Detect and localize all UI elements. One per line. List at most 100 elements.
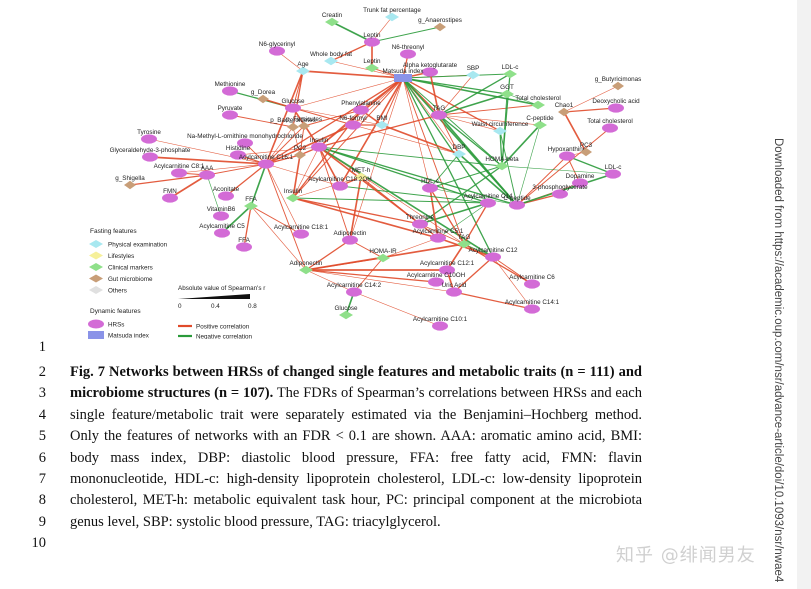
node-label: Uric Acid [442,282,467,289]
node-shape [294,150,306,160]
node-shape [375,120,389,130]
node-label: Acylcarnitine C16:1 [239,154,294,161]
scrollbar[interactable] [797,0,811,589]
node-shape [452,149,466,159]
network-node: Insulin [284,188,303,203]
positive-correlation-edge [353,291,441,327]
positive-correlation-edge [292,77,404,199]
node-label: HOMA-IR [369,248,397,255]
negative-correlation-edge [438,114,503,167]
network-node: Acylcarnitine C18:1 [274,224,329,239]
node-shape [612,81,624,91]
node-label: FMN [163,188,177,195]
node-shape [257,94,269,104]
legend-label: Gut microbiome [108,276,153,283]
positive-correlation-edge [302,70,404,79]
node-label: Acylcarnitine C5 [199,223,245,230]
network-node: Acylcarnitine C14:1 [505,299,560,314]
positive-correlation-edge [292,77,404,109]
positive-correlation-edge [292,146,320,199]
node-shape [214,228,230,238]
negative-correlation-edge [429,187,518,206]
node-shape [324,56,338,66]
network-node: MET-h [352,167,371,182]
legend-label: Lifestyles [108,253,134,260]
node-shape [605,169,621,179]
positive-correlation-edge [453,256,494,293]
node-label: Acylcarnitine C5:1 [413,228,464,235]
positive-correlation-edge [265,163,341,187]
node-shape [552,189,568,199]
node-shape [171,168,187,178]
node-label: C-peptide [503,195,531,202]
positive-correlation-edge [492,256,533,285]
network-node: Methionine [215,81,246,96]
positive-correlation-edge [318,109,362,148]
line-number: 1 [38,339,46,355]
node-label: p_Bacteroidetes [270,117,316,124]
network-node: Acylcarnitine C8:1 [154,163,205,178]
positive-correlation-edge [402,77,431,189]
legend-swatch [88,319,104,329]
positive-correlation-edge [292,154,301,199]
node-shape [222,86,238,96]
node-label: Deoxycholic acid [592,98,640,105]
node-label: Creatin [322,12,343,19]
line-number: 3 [38,385,46,402]
positive-correlation-edge [463,202,489,245]
positive-correlation-edge [516,127,611,206]
positive-correlation-edge [299,125,305,156]
positive-correlation-edge [349,77,404,241]
network-node: HOMA-IR [369,248,397,263]
negative-correlation-edge [501,165,614,175]
network-node: SBP [466,65,480,80]
node-shape [285,103,301,113]
node-label: Waist circumference [472,121,529,128]
negative-correlation-edge [339,185,489,204]
positive-correlation-edge [305,269,455,293]
node-label: Insulin [284,188,303,195]
node-shape [446,287,462,297]
node-label: LDL-c [605,164,622,171]
negative-correlation-edge [402,73,511,79]
node-shape [558,107,570,117]
node-shape [230,150,246,160]
legend-swatch [89,286,103,294]
node-shape [237,138,253,148]
network-node: N6-threonyl [392,44,424,59]
node-label: Acylcarnitine C18:2OH [308,176,372,183]
node-shape [559,151,575,161]
node-label: Trunk fat percentage [363,7,421,14]
network-node: Adiponectin [290,260,323,275]
network-node: Chao1 [555,102,574,117]
negative-correlation-edge [516,173,614,206]
positive-correlation-edge [318,146,421,225]
node-shape [342,235,358,245]
node-label: g_Anaerostipes [418,17,462,24]
positive-correlation-edge [265,77,404,165]
network-node: HDL-c [421,178,439,193]
positive-correlation-edge [250,205,307,271]
network-node: Matsuda index [383,68,424,82]
legend-label: Physical examination [108,242,168,249]
positive-correlation-edge [292,197,421,225]
positive-correlation-edge [237,146,320,156]
node-shape [434,22,446,32]
legend-label: Matsuda index [108,333,150,340]
node-shape [509,200,525,210]
node-shape [524,279,540,289]
positive-correlation-edge [438,114,501,132]
positive-correlation-edge [438,104,539,116]
legend-fasting-title: Fasting features [90,228,137,235]
network-node: Acylcarnitine C6 [509,274,555,289]
negative-correlation-edge [516,124,541,206]
legend-label: Positive correlation [196,324,250,331]
network-node: PC3 [580,142,593,157]
node-label: Hypoxanthine [548,146,587,153]
positive-correlation-edge [129,174,208,186]
legend-swatch [89,240,103,248]
positive-correlation-edge [382,237,439,259]
negative-correlation-edge [402,77,489,204]
positive-correlation-edge [292,107,383,126]
node-label: Whole body fat [310,51,352,58]
